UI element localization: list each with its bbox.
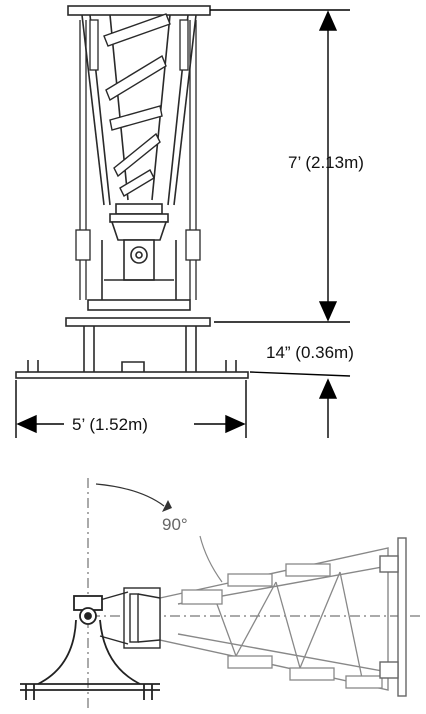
clearance-label: 14” (0.36m) — [266, 343, 354, 362]
height-label: 7’ (2.13m) — [288, 153, 364, 172]
clearance-dimension — [249, 371, 351, 438]
lifting-handle — [121, 361, 145, 372]
top-plate — [67, 5, 211, 16]
height-dimension — [210, 9, 350, 323]
mast-tilted-side-view — [20, 478, 424, 709]
mast-frame-front-view — [15, 5, 249, 379]
width-dimension — [15, 380, 247, 438]
base-plate — [65, 317, 211, 327]
lacing-members — [103, 13, 171, 197]
ground-frame — [15, 371, 249, 379]
guy-rods — [75, 19, 201, 300]
width-label: 5’ (1.52m) — [72, 415, 148, 434]
angle-label: 90° — [162, 515, 188, 534]
pedestal-base — [20, 595, 160, 700]
pivot-assembly — [87, 203, 191, 311]
